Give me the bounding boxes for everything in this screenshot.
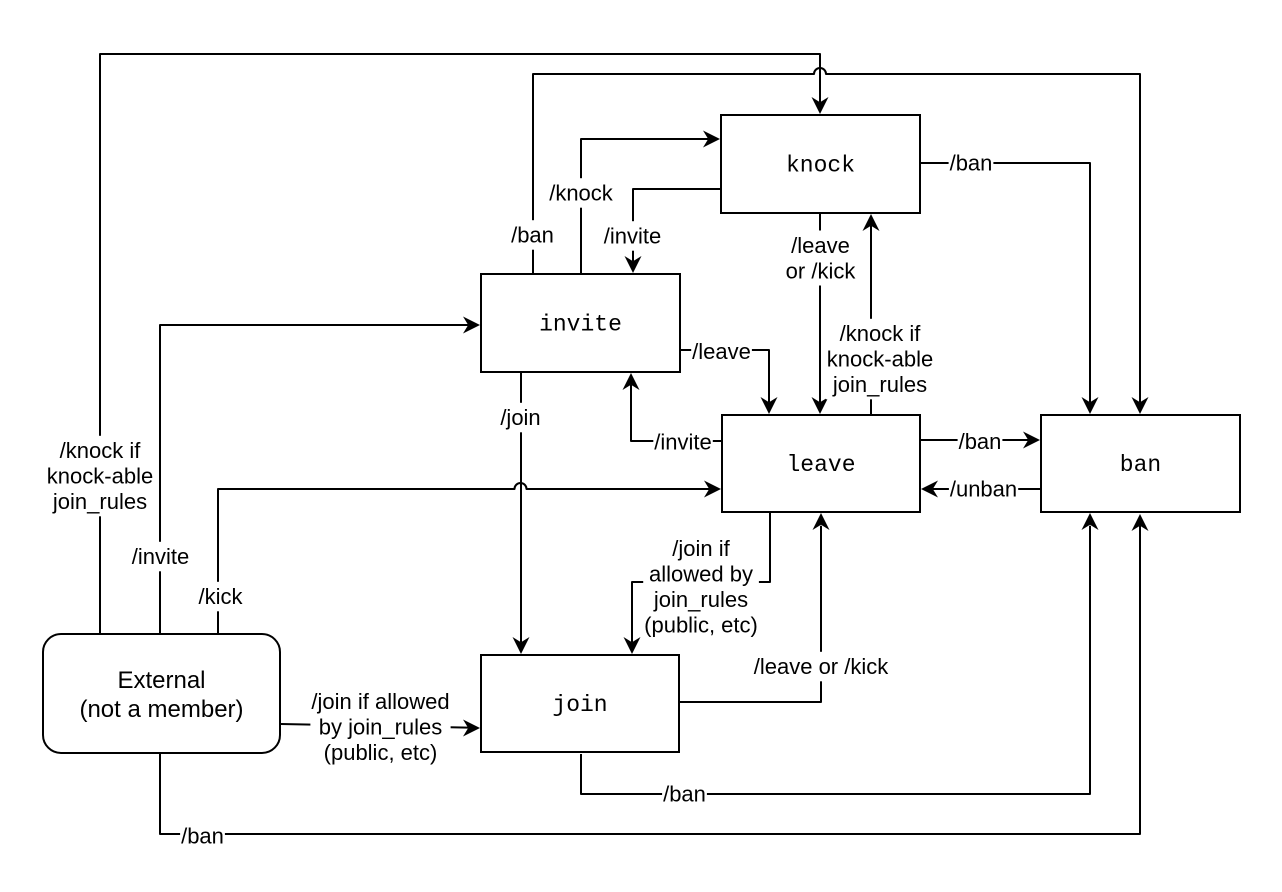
svg-text:/ban: /ban <box>511 223 554 248</box>
svg-text:join_rules: join_rules <box>653 587 748 612</box>
svg-text:/ban: /ban <box>663 782 706 807</box>
svg-text:or /kick: or /kick <box>786 258 857 283</box>
svg-text:/ban: /ban <box>959 429 1002 454</box>
svg-text:join_rules: join_rules <box>832 372 927 397</box>
svg-text:knock-able: knock-able <box>47 464 153 489</box>
svg-text:/knock if: /knock if <box>60 438 142 463</box>
svg-text:/invite: /invite <box>654 430 711 455</box>
svg-text:/join if: /join if <box>672 536 730 561</box>
svg-text:knock: knock <box>786 153 855 179</box>
svg-text:leave: leave <box>786 452 855 478</box>
svg-text:allowed by: allowed by <box>649 562 753 587</box>
svg-text:/leave: /leave <box>692 339 751 364</box>
svg-text:(not a member): (not a member) <box>79 696 243 723</box>
svg-text:by join_rules: by join_rules <box>319 715 443 740</box>
svg-text:External: External <box>117 667 205 694</box>
svg-text:ban: ban <box>1120 452 1161 478</box>
svg-text:join_rules: join_rules <box>52 489 147 514</box>
svg-text:/ban: /ban <box>950 151 993 176</box>
svg-text:/leave: /leave <box>791 233 850 258</box>
svg-text:join: join <box>552 692 607 718</box>
svg-text:(public, etc): (public, etc) <box>324 740 438 765</box>
svg-text:/knock if: /knock if <box>840 321 922 346</box>
svg-text:/unban: /unban <box>950 477 1017 502</box>
svg-text:/kick: /kick <box>199 584 244 609</box>
svg-text:/invite: /invite <box>132 544 189 569</box>
svg-text:/knock: /knock <box>549 181 614 206</box>
svg-text:knock-able: knock-able <box>827 347 933 372</box>
svg-text:(public, etc): (public, etc) <box>644 613 758 638</box>
svg-text:/ban: /ban <box>181 824 224 849</box>
svg-text:/leave or /kick: /leave or /kick <box>754 654 889 679</box>
svg-text:/invite: /invite <box>604 224 661 249</box>
svg-text:/join if allowed: /join if allowed <box>311 689 449 714</box>
svg-text:/join: /join <box>500 405 540 430</box>
svg-text:invite: invite <box>539 312 622 338</box>
